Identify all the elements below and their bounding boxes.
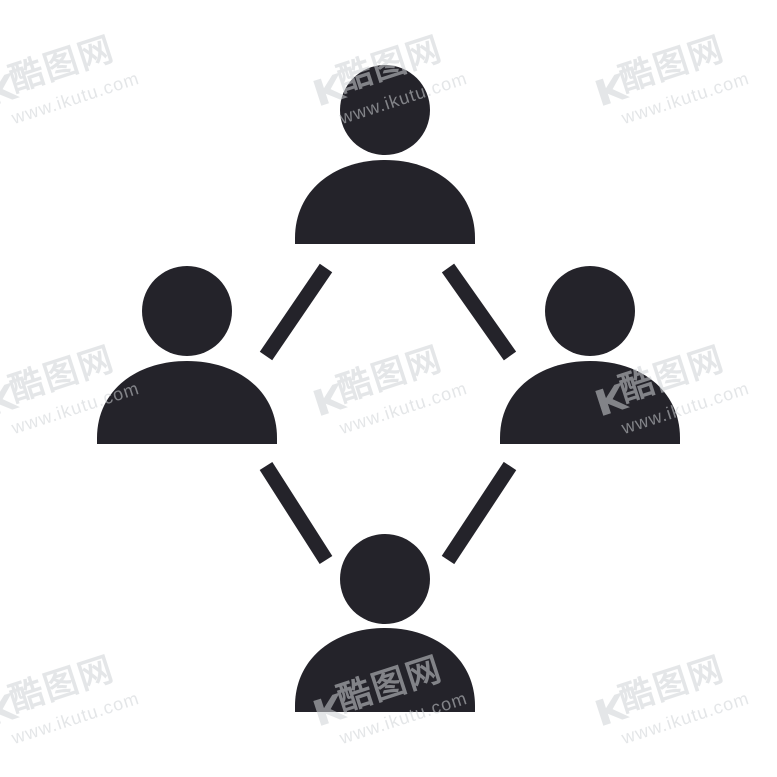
connector-top-right: [441, 263, 517, 361]
connector-bottom-left: [259, 461, 333, 565]
person-right-icon: [500, 266, 680, 444]
connector-bottom-right: [441, 461, 517, 565]
person-left-icon: [97, 266, 277, 444]
person-top-icon: [295, 65, 475, 244]
connector-top-left: [259, 263, 333, 361]
person-bottom-icon: [295, 534, 475, 712]
